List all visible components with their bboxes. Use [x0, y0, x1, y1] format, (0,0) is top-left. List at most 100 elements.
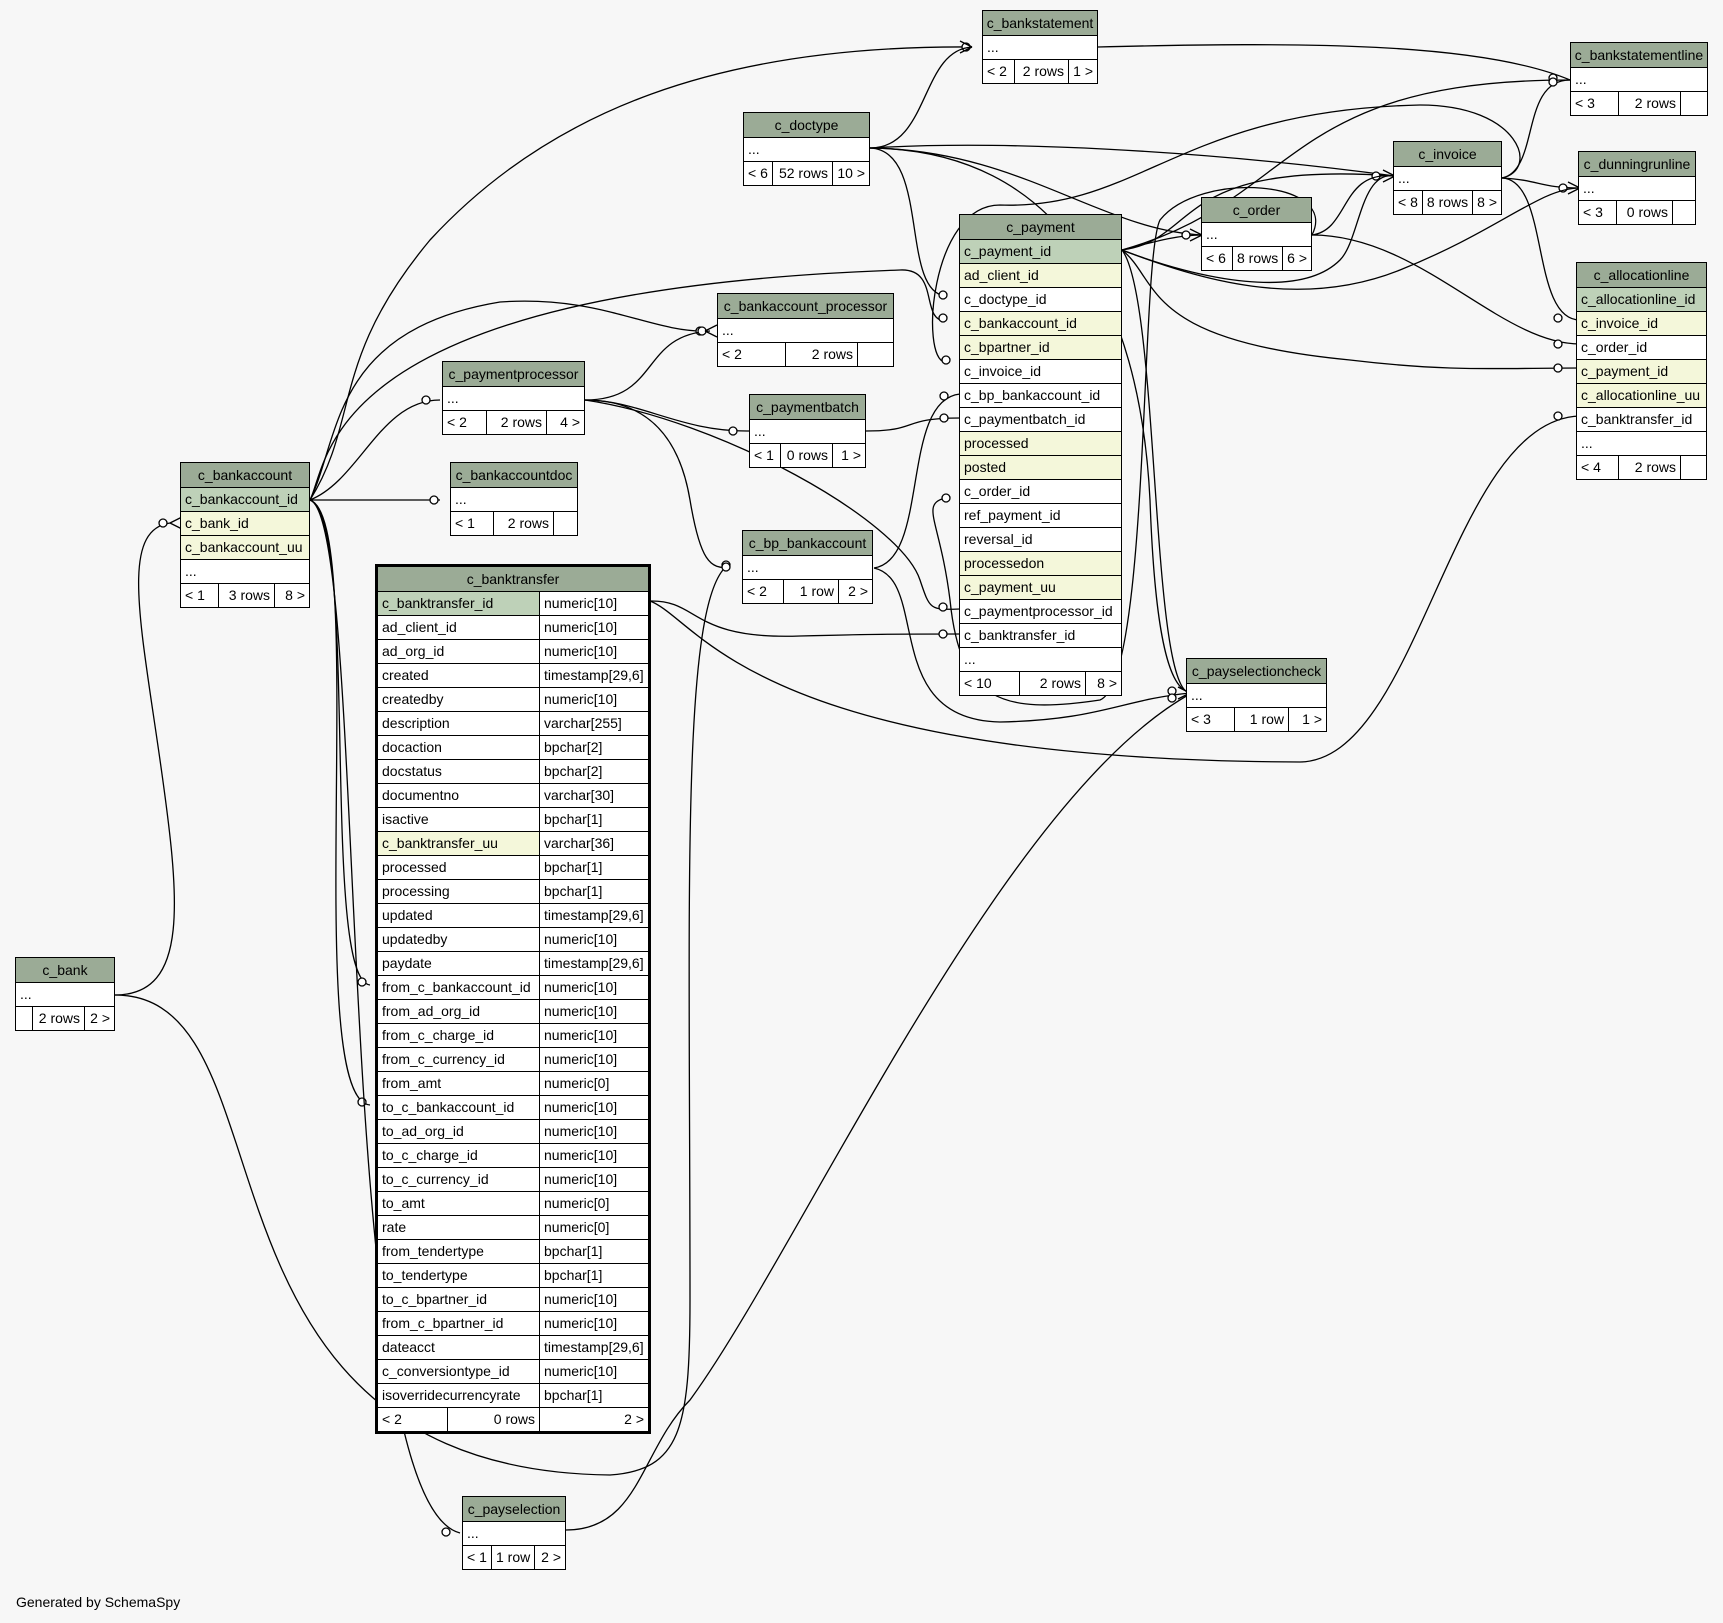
column-row: c_order_id — [1577, 336, 1706, 360]
table-c-bankaccountdoc[interactable]: c_bankaccountdoc ... < 1 2 rows — [450, 462, 578, 536]
column-name: to_c_bpartner_id — [378, 1288, 540, 1311]
table-title[interactable]: c_doctype — [744, 113, 869, 138]
table-title[interactable]: c_paymentprocessor — [443, 362, 584, 387]
column-row: c_order_id — [960, 480, 1121, 504]
table-title[interactable]: c_payselectioncheck — [1187, 659, 1326, 684]
stat-parents: < 1 — [451, 512, 494, 535]
table-title[interactable]: c_paymentbatch — [750, 395, 865, 420]
column-row: c_paymentbatch_id — [960, 408, 1121, 432]
table-c-order[interactable]: c_order ... < 6 8 rows 6 > — [1201, 197, 1312, 271]
column-type: numeric[10] — [544, 619, 618, 635]
table-c-invoice[interactable]: c_invoice ... < 8 8 rows 8 > — [1393, 141, 1502, 215]
table-title[interactable]: c_bankaccount_processor — [718, 294, 893, 319]
column-type: numeric[10] — [544, 691, 618, 707]
column-name: from_c_currency_id — [378, 1048, 540, 1071]
column-row: c_allocationline_uu — [1577, 384, 1706, 408]
stat-children: 8 > — [1477, 194, 1497, 210]
table-c-dunningrunline[interactable]: c_dunningrunline ... < 3 0 rows — [1578, 151, 1696, 225]
stat-parents: < 1 — [463, 1546, 492, 1569]
table-c-bankaccount-processor[interactable]: c_bankaccount_processor ... < 2 2 rows — [717, 293, 894, 367]
table-stats: < 3 1 row 1 > — [1187, 708, 1326, 731]
table-title[interactable]: c_bankaccountdoc — [451, 463, 577, 488]
column-row: c_bankaccount_id — [181, 488, 309, 512]
table-c-bankaccount[interactable]: c_bankaccount c_bankaccount_id c_bank_id… — [180, 462, 310, 608]
stat-children: 8 > — [1097, 675, 1117, 691]
table-title[interactable]: c_payment — [960, 215, 1121, 240]
table-title[interactable]: c_invoice — [1394, 142, 1501, 167]
column-type: numeric[10] — [544, 1171, 618, 1187]
column-name: description — [378, 712, 540, 735]
table-title[interactable]: c_bankstatementline — [1571, 43, 1707, 68]
table-c-doctype[interactable]: c_doctype ... < 6 52 rows 10 > — [743, 112, 870, 186]
column-row: ... — [1571, 68, 1707, 92]
stat-children — [1681, 92, 1707, 115]
column-row: processed — [960, 432, 1121, 456]
table-title[interactable]: c_allocationline — [1577, 263, 1706, 288]
column-name: docstatus — [378, 760, 540, 783]
table-c-payselectioncheck[interactable]: c_payselectioncheck ... < 3 1 row 1 > — [1186, 658, 1327, 732]
stat-children: 4 > — [560, 414, 580, 430]
table-title[interactable]: c_bp_bankaccount — [743, 531, 872, 556]
stat-parents: < 2 — [443, 411, 487, 434]
table-c-bp-bankaccount[interactable]: c_bp_bankaccount ... < 2 1 row 2 > — [742, 530, 873, 604]
table-c-payselection[interactable]: c_payselection ... < 1 1 row 2 > — [462, 1496, 566, 1570]
generated-by-label: Generated by SchemaSpy — [16, 1594, 181, 1610]
column-type: numeric[10] — [544, 979, 618, 995]
column-type: numeric[10] — [544, 1315, 618, 1331]
stat-rows: 2 rows — [1020, 672, 1086, 695]
column-name: created — [378, 664, 540, 687]
table-stats: < 4 2 rows — [1577, 456, 1706, 479]
table-c-bank[interactable]: c_bank ... 2 rows 2 > — [15, 957, 115, 1031]
column-type: timestamp[29,6] — [544, 667, 644, 683]
column-row: c_payment_uu — [960, 576, 1121, 600]
column-name: c_banktransfer_id — [378, 592, 540, 615]
column-row: c_payment_id — [1577, 360, 1706, 384]
column-type: varchar[36] — [544, 835, 615, 851]
table-stats: < 1 3 rows 8 > — [181, 584, 309, 607]
stat-rows: 1 row — [492, 1546, 535, 1569]
table-stats: < 6 8 rows 6 > — [1202, 247, 1311, 270]
table-title[interactable]: c_bank — [16, 958, 114, 983]
table-title[interactable]: c_banktransfer — [378, 567, 648, 592]
stat-parents: < 6 — [744, 162, 773, 185]
table-c-paymentprocessor[interactable]: c_paymentprocessor ... < 2 2 rows 4 > — [442, 361, 585, 435]
table-c-allocationline[interactable]: c_allocationline c_allocationline_id c_i… — [1576, 262, 1707, 480]
table-title[interactable]: c_payselection — [463, 1497, 565, 1522]
column-row: c_payment_id — [960, 240, 1121, 264]
column-row: reversal_id — [960, 528, 1121, 552]
table-title[interactable]: c_dunningrunline — [1579, 152, 1695, 177]
stat-parents: < 3 — [1187, 708, 1235, 731]
table-c-bankstatement[interactable]: c_bankstatement ... < 2 2 rows 1 > — [982, 10, 1098, 84]
table-title[interactable]: c_bankaccount — [181, 463, 309, 488]
column-row: ... — [744, 138, 869, 162]
column-name: to_ad_org_id — [378, 1120, 540, 1143]
column-row: c_invoice_id — [960, 360, 1121, 384]
table-c-bankstatementline[interactable]: c_bankstatementline ... < 3 2 rows — [1570, 42, 1708, 116]
stat-parents: < 4 — [1577, 456, 1619, 479]
table-stats: < 1 0 rows 1 > — [750, 444, 865, 467]
table-c-payment[interactable]: c_payment c_payment_id ad_client_id c_do… — [959, 214, 1122, 696]
column-name: createdby — [378, 688, 540, 711]
column-row: ... — [451, 488, 577, 512]
table-title[interactable]: c_bankstatement — [983, 11, 1097, 36]
table-title[interactable]: c_order — [1202, 198, 1311, 223]
table-stats: < 2 2 rows 1 > — [983, 60, 1097, 83]
table-c-paymentbatch[interactable]: c_paymentbatch ... < 1 0 rows 1 > — [749, 394, 866, 468]
stat-children — [858, 343, 893, 366]
column-row: ... — [1202, 223, 1311, 247]
